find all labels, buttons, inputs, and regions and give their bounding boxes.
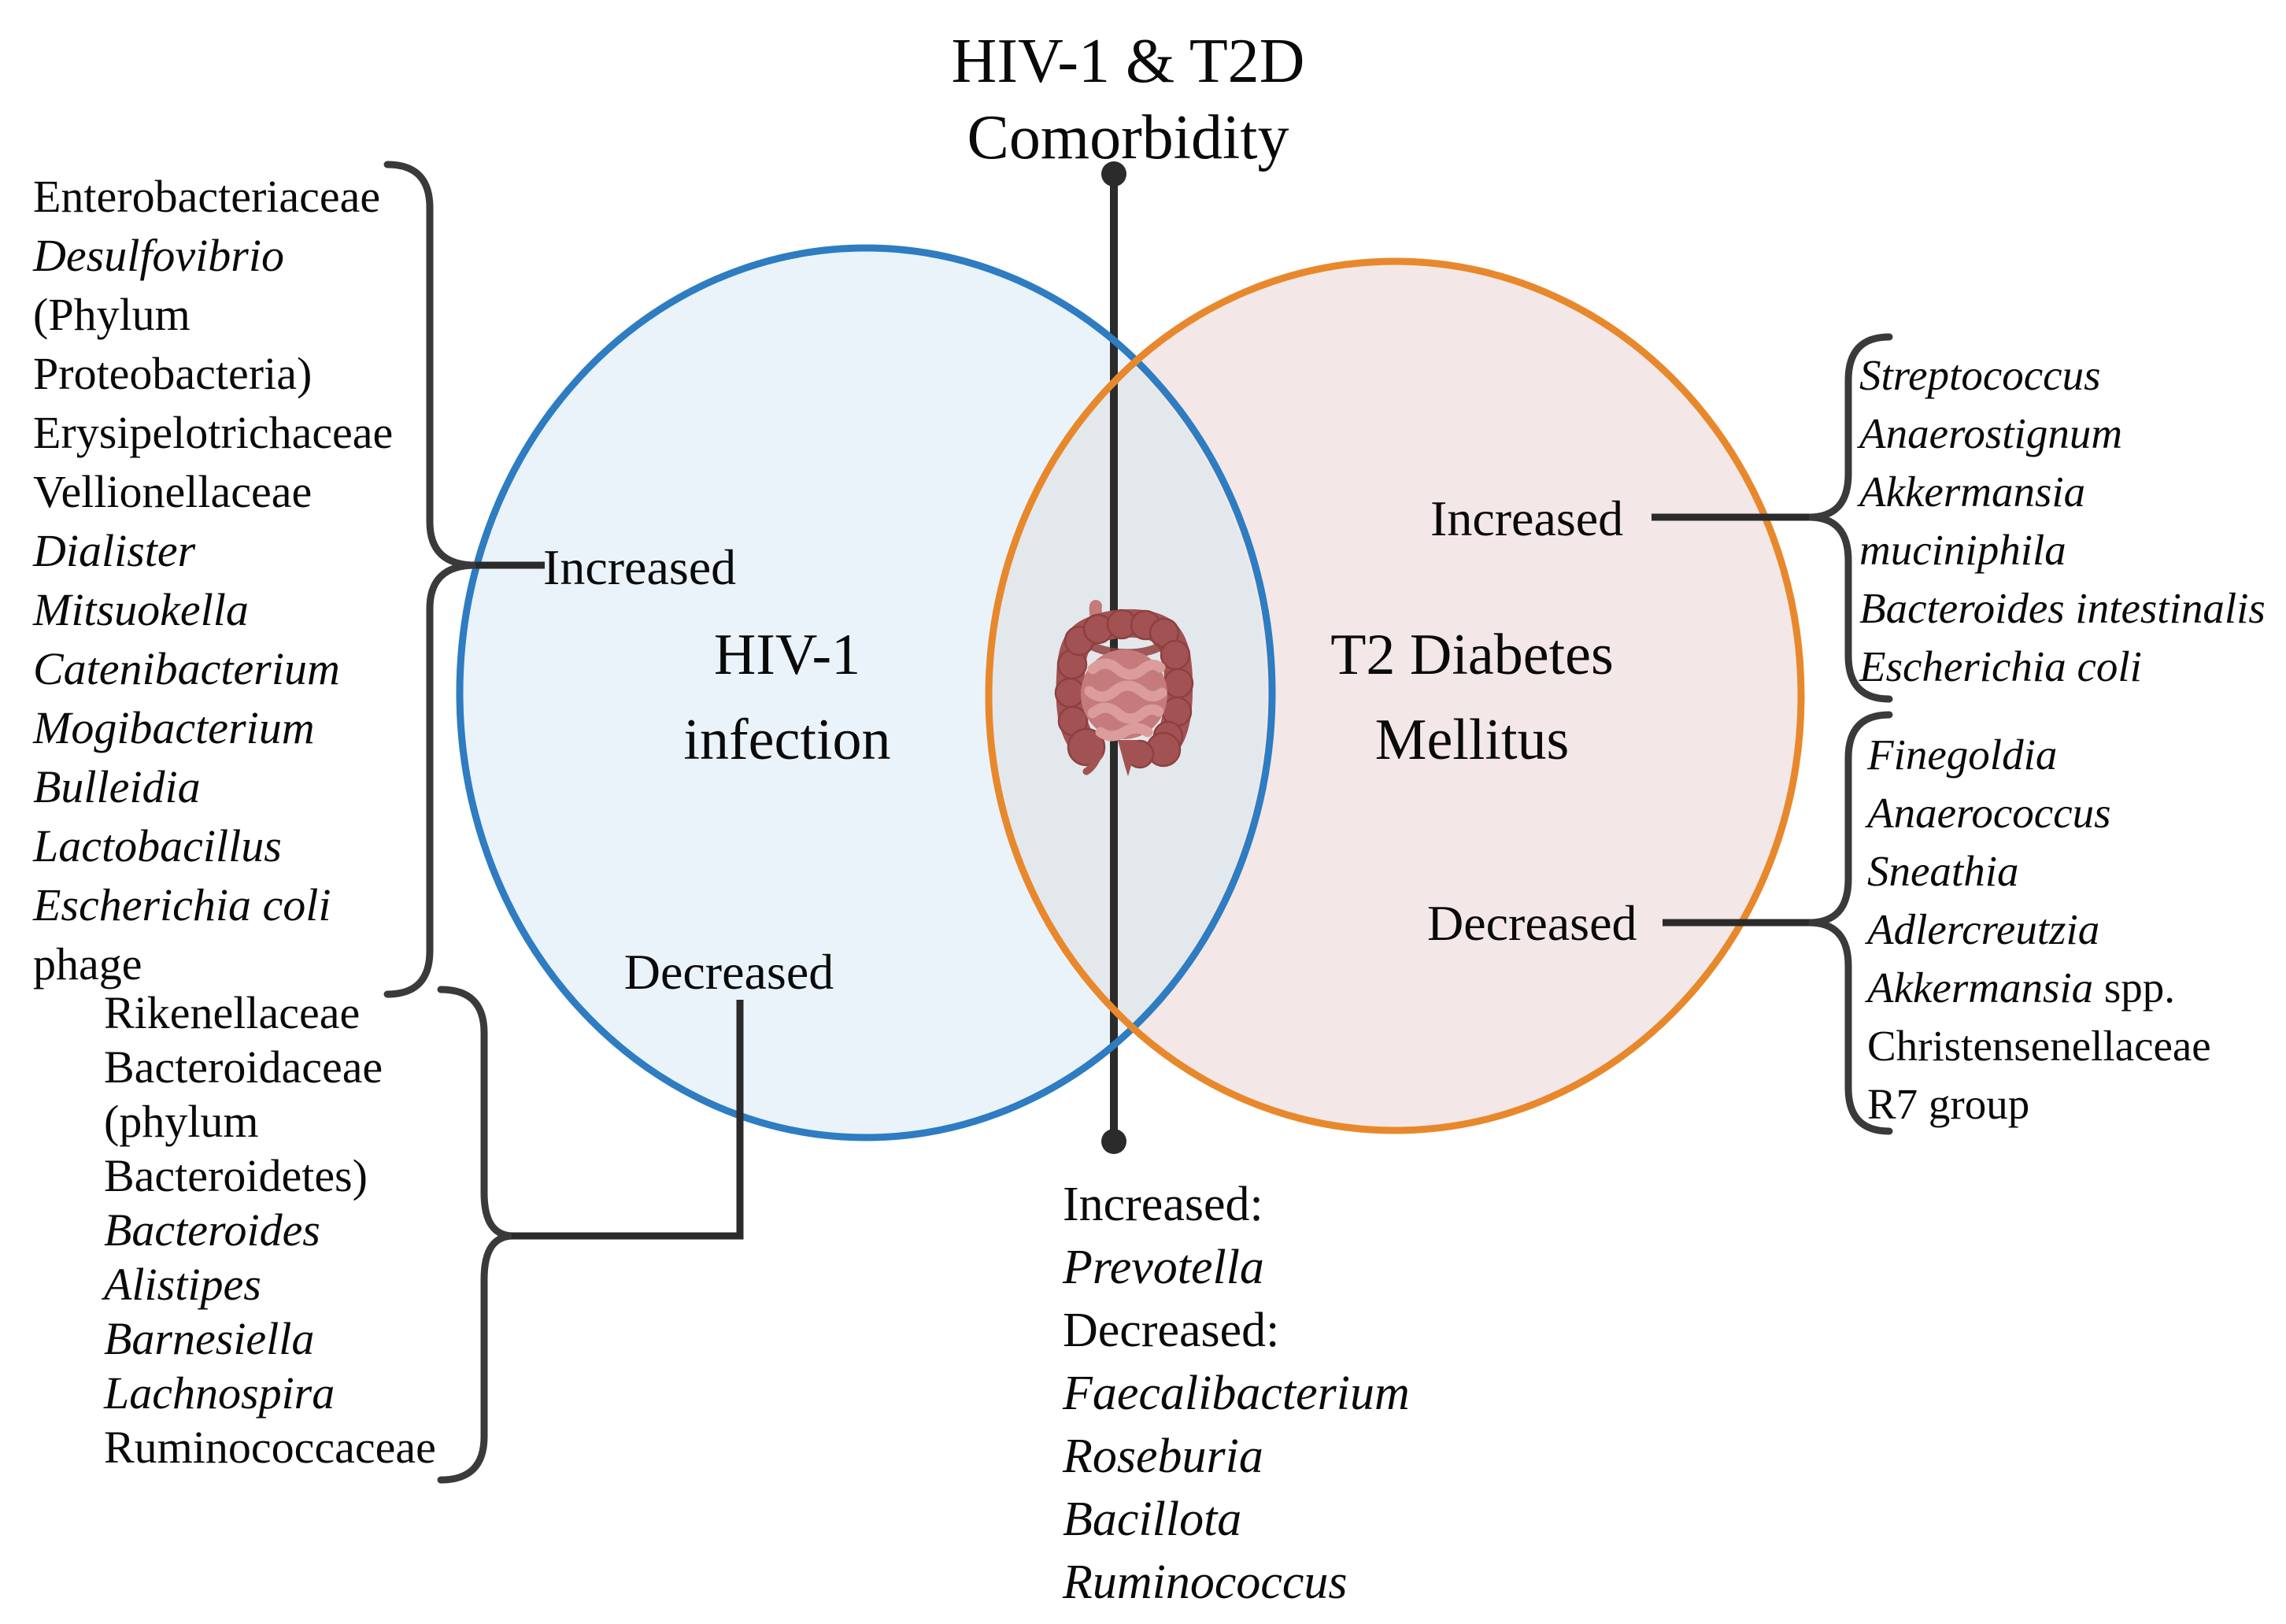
- hiv-circle-label-line1: HIV-1: [713, 623, 861, 687]
- figure-title-line2: Comorbidity: [967, 103, 1289, 172]
- list-line: Barnesiella: [104, 1313, 315, 1364]
- list-line: Bacteroidetes): [104, 1150, 368, 1201]
- list-line: Escherichia coli: [1859, 642, 2142, 690]
- list-line: Mitsuokella: [33, 584, 249, 635]
- list-line: Vellionellaceae: [33, 466, 313, 517]
- list-line: Akkermansia spp.: [1867, 964, 2176, 1012]
- intestine-icon: [1054, 600, 1194, 776]
- list-line: Bacteroides intestinalis: [1859, 584, 2266, 632]
- list-line: Bacillota: [1063, 1493, 1242, 1546]
- hiv-decreased-connector: [512, 1000, 744, 1240]
- top-dot: [1101, 161, 1126, 187]
- list-line: Mogibacterium: [33, 702, 315, 753]
- bottom-dot: [1101, 1129, 1126, 1154]
- hiv-decreased-label: Decreased: [623, 944, 834, 1000]
- list-line: Adlercreutzia: [1867, 905, 2100, 953]
- list-line: Lactobacillus: [33, 820, 282, 871]
- figure-title-line1: HIV-1 & T2D: [951, 27, 1305, 96]
- t2d-circle-label: T2 Diabetes Mellitus: [1291, 612, 1653, 782]
- t2d-decreased-label: Decreased: [1427, 895, 1637, 951]
- list-line: Streptococcus: [1859, 351, 2101, 399]
- list-line: Proteobacteria): [33, 348, 313, 399]
- hiv-circle-label: HIV-1 infection: [649, 612, 925, 782]
- list-line: Rikenellaceae: [104, 987, 361, 1038]
- list-line: Dialister: [33, 525, 196, 576]
- list-line: Decreased:: [1063, 1304, 1280, 1357]
- list-line: Escherichia coli: [33, 879, 331, 930]
- hiv-increased-brace: [383, 161, 476, 998]
- list-line: Desulfovibrio: [33, 230, 284, 281]
- list-line: Christensenellaceae: [1867, 1022, 2211, 1070]
- list-line: Anaerostignum: [1859, 409, 2123, 457]
- hiv-circle-label-line2: infection: [683, 708, 891, 772]
- list-line: Bacteroidaceae: [104, 1041, 383, 1093]
- list-line: Anaerococcus: [1867, 789, 2111, 837]
- list-line: Roseburia: [1063, 1430, 1263, 1483]
- list-line: Enterobacteriaceae: [33, 171, 381, 222]
- list-line: muciniphila: [1859, 526, 2066, 574]
- hiv-circle-stroke: [456, 244, 1276, 1141]
- t2d-circle-label-line2: Mellitus: [1374, 708, 1570, 772]
- list-line: Bacteroides: [104, 1204, 320, 1256]
- list-line: Akkermansia: [1859, 468, 2086, 516]
- list-line: R7 group: [1867, 1080, 2030, 1128]
- list-line: Lachnospira: [104, 1367, 335, 1419]
- list-line: Ruminococcus: [1063, 1556, 1348, 1609]
- t2d-circle-label-line1: T2 Diabetes: [1330, 623, 1614, 687]
- list-line: Sneathia: [1867, 847, 2019, 895]
- t2d-circle-stroke: [985, 257, 1805, 1134]
- hiv-decreased-brace: [437, 986, 514, 1484]
- list-line: Erysipelotrichaceae: [33, 407, 394, 458]
- list-line: Prevotella: [1063, 1241, 1264, 1294]
- hiv-increased-label: Increased: [543, 539, 737, 595]
- list-line: Faecalibacterium: [1063, 1367, 1410, 1420]
- list-line: Alistipes: [104, 1259, 261, 1310]
- list-line: Ruminococcaceae: [104, 1422, 436, 1473]
- list-line: phage: [33, 938, 142, 990]
- list-line: Bulleidia: [33, 761, 201, 812]
- list-line: Increased:: [1063, 1178, 1263, 1231]
- list-line: Finegoldia: [1867, 731, 2058, 779]
- t2d-increased-label: Increased: [1430, 490, 1624, 546]
- list-line: Catenibacterium: [33, 643, 340, 694]
- figure-title: HIV-1 & T2D Comorbidity: [853, 24, 1404, 176]
- list-line: (phylum: [104, 1096, 259, 1147]
- list-line: (Phylum: [33, 289, 190, 340]
